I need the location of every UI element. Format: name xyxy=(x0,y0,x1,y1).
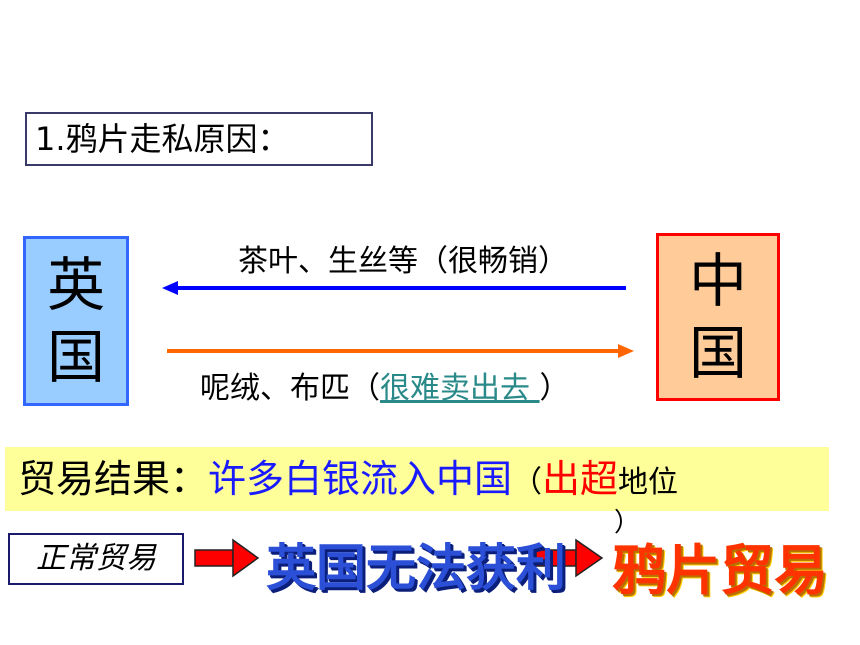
result-value: 许多白银流入中国 xyxy=(208,457,513,501)
title-box: 1.鸦片走私原因： xyxy=(25,112,373,166)
china-label: 中国 xyxy=(688,247,747,387)
chain-step-opium-trade: 鸦片贸易 xyxy=(612,539,828,602)
chain-arrow-1 xyxy=(194,538,260,578)
bottom-flow-suffix: ） xyxy=(539,371,570,406)
result-text: 贸易结果：许多白银流入中国（出超地位 xyxy=(18,452,678,510)
uk-label: 英国 xyxy=(46,251,105,391)
result-status-highlight: 出超 xyxy=(542,457,619,501)
bottom-flow-label: 呢绒、布匹（很难卖出去 ） xyxy=(200,363,570,407)
uk-box: 英国 xyxy=(23,236,129,406)
bottom-flow-link[interactable]: 很难卖出去 xyxy=(380,371,540,406)
result-paren-close: ） xyxy=(614,508,641,538)
bottom-flow-prefix: 呢绒、布匹（ xyxy=(200,371,380,406)
china-box: 中国 xyxy=(656,233,780,401)
result-label: 贸易结果： xyxy=(18,457,209,501)
chain-arrow-2 xyxy=(535,538,604,578)
flow-arrow-top xyxy=(162,281,626,295)
chain-step-normal-trade: 正常贸易 xyxy=(8,533,184,585)
chain-step1-label: 正常贸易 xyxy=(36,541,156,576)
result-status-rest: 地位 xyxy=(618,465,679,500)
flow-arrow-bottom xyxy=(167,344,634,358)
top-flow-label: 茶叶、生丝等（很畅销） xyxy=(238,244,568,279)
title-text: 1.鸦片走私原因： xyxy=(35,120,290,158)
chain-step-uk-no-profit: 英国无法获利 xyxy=(266,539,566,597)
result-paren-open: （ xyxy=(512,465,543,500)
result-bar xyxy=(5,447,829,511)
